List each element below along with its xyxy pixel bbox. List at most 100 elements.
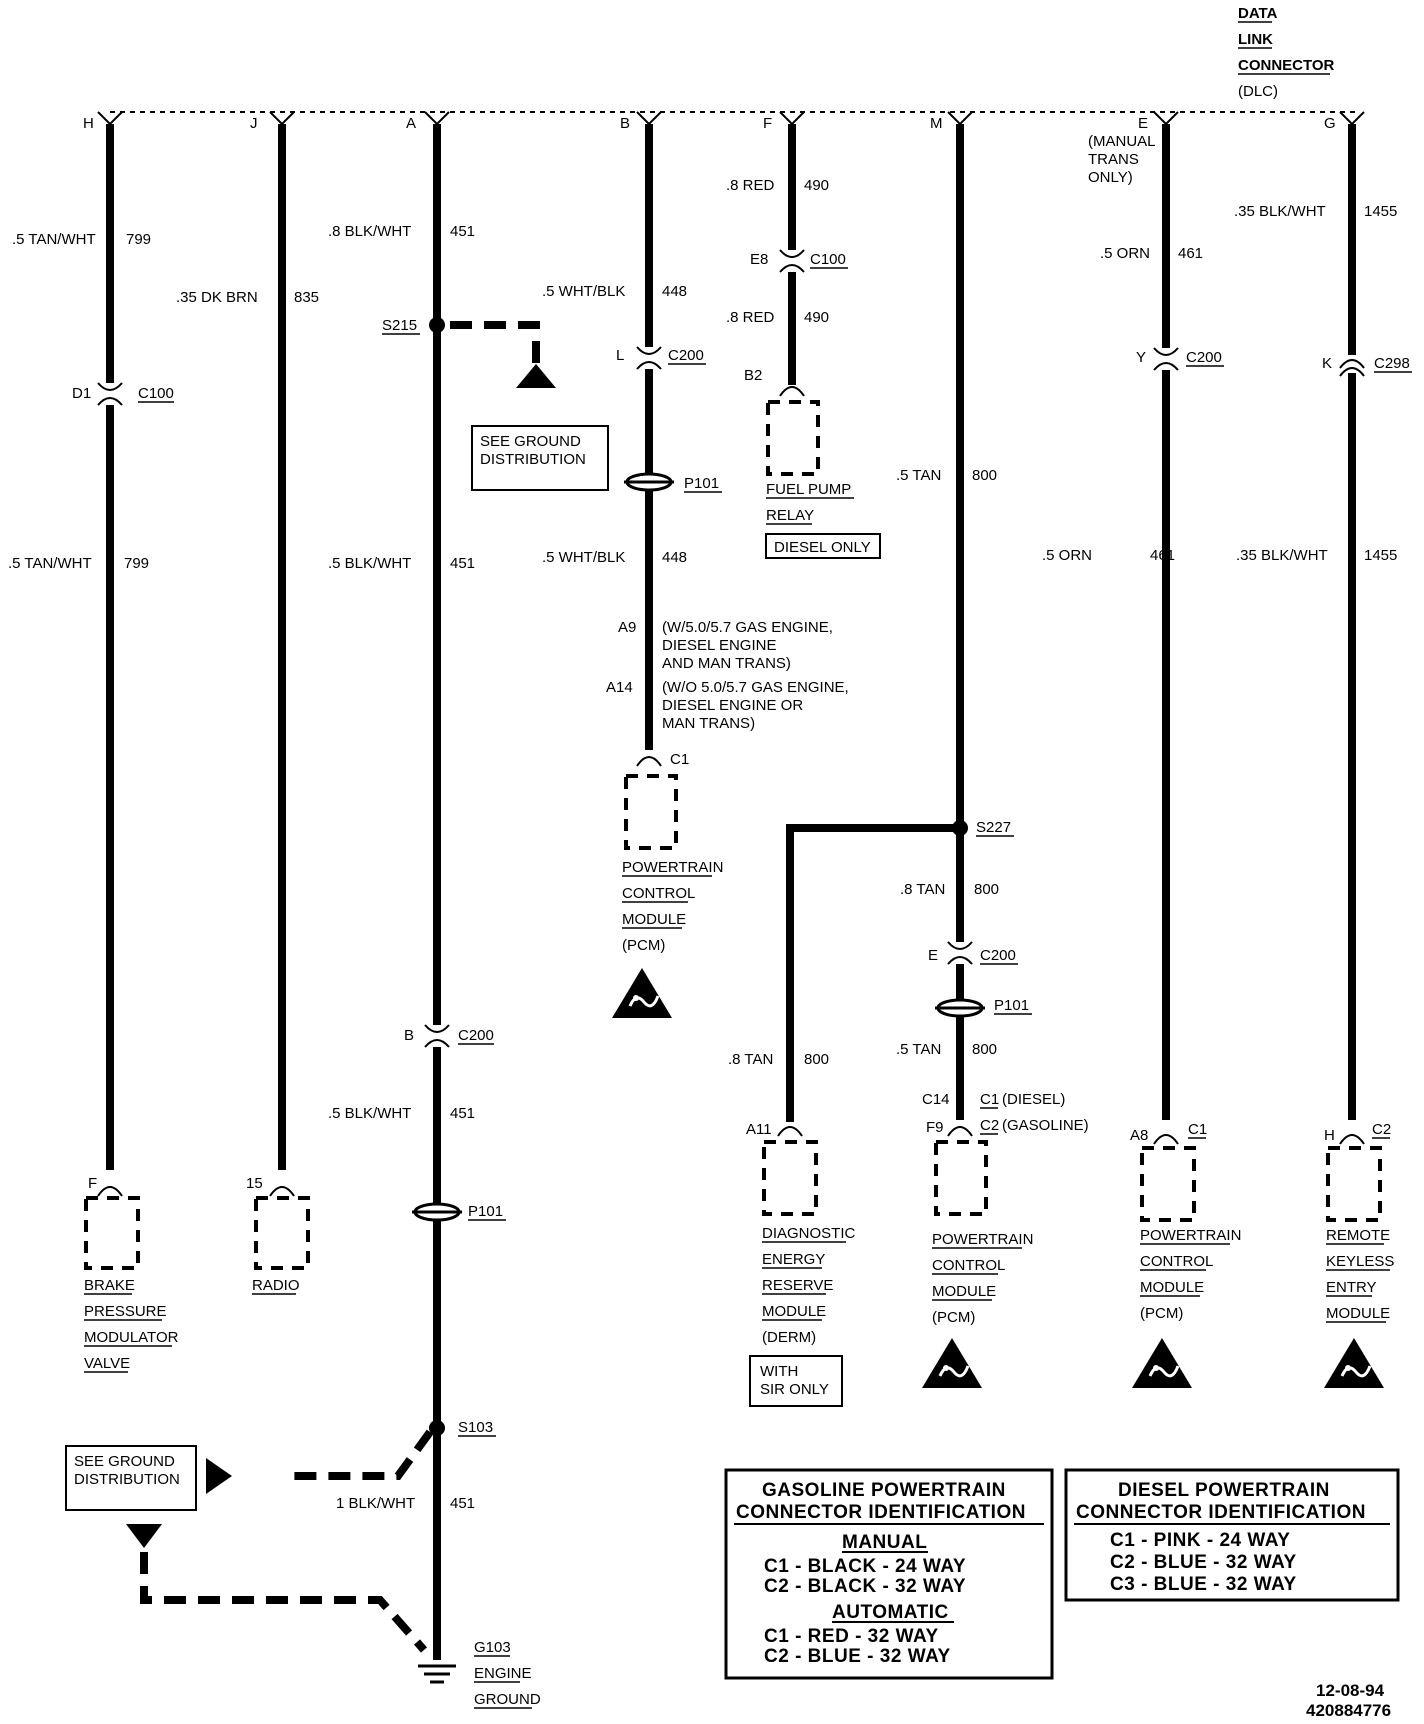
footer-code: 420884776 (1306, 1701, 1391, 1720)
dlc-label: DATA (1238, 5, 1278, 22)
svg-text:C1: C1 (1188, 1121, 1207, 1138)
svg-text:MODULE: MODULE (1326, 1305, 1390, 1322)
pcm-box-3 (1140, 1146, 1196, 1222)
brake-valve-box (84, 1196, 140, 1270)
svg-text:S227: S227 (976, 819, 1011, 836)
svg-text:MODULE: MODULE (622, 911, 686, 928)
wire-461: .5 ORN 461 Y C200 .5 ORN 461 A8 C1 POWER… (1042, 124, 1241, 1390)
svg-text:F9: F9 (926, 1119, 944, 1136)
gasoline-connector-table: GASOLINE POWERTRAIN CONNECTOR IDENTIFICA… (724, 1468, 1054, 1680)
svg-text:799: 799 (126, 231, 151, 248)
svg-text:.5 BLK/WHT: .5 BLK/WHT (328, 555, 411, 572)
svg-text:.5 TAN/WHT: .5 TAN/WHT (12, 231, 96, 248)
svg-text:C14: C14 (922, 1091, 950, 1108)
svg-text:TRANS: TRANS (1088, 151, 1139, 168)
svg-text:S215: S215 (382, 317, 417, 334)
svg-text:DIESEL ENGINE OR: DIESEL ENGINE OR (662, 697, 803, 714)
svg-text:.35 BLK/WHT: .35 BLK/WHT (1234, 203, 1326, 220)
svg-text:POWERTRAIN: POWERTRAIN (622, 859, 723, 876)
svg-text:G103: G103 (474, 1639, 511, 1656)
svg-text:E: E (928, 947, 938, 964)
svg-text:F: F (763, 115, 772, 132)
svg-text:MAN TRANS): MAN TRANS) (662, 715, 755, 732)
svg-text:C298: C298 (1374, 355, 1410, 372)
wire-1455: .35 BLK/WHT 1455 K C298 .35 BLK/WHT 1455… (1234, 124, 1412, 1390)
svg-text:C2 - BLACK - 32 WAY: C2 - BLACK - 32 WAY (764, 1576, 966, 1597)
svg-text:MODULATOR: MODULATOR (84, 1329, 179, 1346)
svg-text:A8: A8 (1130, 1127, 1148, 1144)
dlc-pins: H J A B F M E G (MANUAL TRANS ONLY) (83, 115, 1336, 186)
pcm-box-2 (934, 1140, 988, 1216)
svg-text:AUTOMATIC: AUTOMATIC (832, 1602, 949, 1623)
svg-text:DIESEL ENGINE: DIESEL ENGINE (662, 637, 776, 654)
svg-text:BRAKE: BRAKE (84, 1277, 135, 1294)
wire-799: .5 TAN/WHT 799 D1 C100 .5 TAN/WHT 799 F … (8, 124, 179, 1373)
wire-451: .8 BLK/WHT 451 S215 SEE GROUND DISTRIBUT… (65, 124, 609, 1709)
svg-text:490: 490 (804, 309, 829, 326)
svg-text:RELAY: RELAY (766, 507, 814, 524)
svg-text:.5 WHT/BLK: .5 WHT/BLK (542, 549, 625, 566)
diesel-connector-table: DIESEL POWERTRAIN CONNECTOR IDENTIFICATI… (1064, 1468, 1400, 1602)
svg-text:B: B (620, 115, 630, 132)
svg-text:1 BLK/WHT: 1 BLK/WHT (336, 1495, 415, 1512)
svg-text:C200: C200 (458, 1027, 494, 1044)
svg-text:SEE GROUND: SEE GROUND (480, 433, 581, 450)
svg-text:C100: C100 (810, 251, 846, 268)
svg-text:C100: C100 (138, 385, 174, 402)
svg-text:E: E (1138, 115, 1148, 132)
svg-text:451: 451 (450, 1495, 475, 1512)
svg-text:(PCM): (PCM) (622, 937, 665, 954)
svg-text:ONLY): ONLY) (1088, 169, 1133, 186)
svg-text:A14: A14 (606, 679, 633, 696)
svg-text:CONTROL: CONTROL (932, 1257, 1005, 1274)
svg-text:(DERM): (DERM) (762, 1329, 816, 1346)
svg-text:GROUND: GROUND (474, 1691, 541, 1708)
svg-text:490: 490 (804, 177, 829, 194)
svg-text:C200: C200 (1186, 349, 1222, 366)
wire-448: .5 WHT/BLK 448 L C200 P101 .5 WHT/BLK 44… (542, 124, 849, 1020)
svg-text:DISTRIBUTION: DISTRIBUTION (480, 451, 586, 468)
svg-text:P101: P101 (468, 1203, 503, 1220)
svg-text:B2: B2 (744, 367, 762, 384)
svg-text:RADIO: RADIO (252, 1277, 300, 1294)
svg-text:POWERTRAIN: POWERTRAIN (1140, 1227, 1241, 1244)
svg-text:CONTROL: CONTROL (622, 885, 695, 902)
derm-box (762, 1140, 818, 1216)
svg-text:(W/5.0/5.7 GAS ENGINE,: (W/5.0/5.7 GAS ENGINE, (662, 619, 833, 636)
svg-text:.8 TAN: .8 TAN (728, 1051, 773, 1068)
svg-text:(W/O 5.0/5.7 GAS ENGINE,: (W/O 5.0/5.7 GAS ENGINE, (662, 679, 849, 696)
svg-text:1455: 1455 (1364, 547, 1397, 564)
svg-text:(GASOLINE): (GASOLINE) (1002, 1117, 1089, 1134)
svg-text:SIR ONLY: SIR ONLY (760, 1381, 829, 1398)
svg-text:A: A (406, 115, 416, 132)
svg-text:C2: C2 (980, 1117, 999, 1134)
svg-text:.8 RED: .8 RED (726, 309, 775, 326)
svg-text:CONNECTOR IDENTIFICATION: CONNECTOR IDENTIFICATION (1076, 1502, 1366, 1523)
svg-text:A11: A11 (746, 1121, 772, 1138)
svg-text:.5 TAN/WHT: .5 TAN/WHT (8, 555, 92, 572)
svg-text:G: G (1324, 115, 1336, 132)
svg-text:(PCM): (PCM) (932, 1309, 975, 1326)
svg-text:C1: C1 (670, 751, 689, 768)
svg-text:.35 DK BRN: .35 DK BRN (176, 289, 258, 306)
svg-text:.8 RED: .8 RED (726, 177, 775, 194)
footer-date: 12-08-94 (1316, 1681, 1385, 1700)
wire-490: .8 RED 490 E8 C100 .8 RED 490 B2 FUEL PU… (726, 124, 881, 559)
svg-text:VALVE: VALVE (84, 1355, 130, 1372)
svg-text:C1 - RED - 32 WAY: C1 - RED - 32 WAY (764, 1626, 939, 1647)
svg-text:MODULE: MODULE (762, 1303, 826, 1320)
svg-text:.5 TAN: .5 TAN (896, 1041, 941, 1058)
svg-text:461: 461 (1178, 245, 1203, 262)
svg-text:B: B (404, 1027, 414, 1044)
svg-text:C3 - BLUE - 32 WAY: C3 - BLUE - 32 WAY (1110, 1574, 1297, 1595)
svg-text:835: 835 (294, 289, 319, 306)
svg-text:PRESSURE: PRESSURE (84, 1303, 167, 1320)
svg-text:F: F (88, 1175, 97, 1192)
svg-text:POWERTRAIN: POWERTRAIN (932, 1231, 1033, 1248)
svg-text:K: K (1322, 355, 1332, 372)
svg-text:.5 WHT/BLK: .5 WHT/BLK (542, 283, 625, 300)
svg-text:.5 ORN: .5 ORN (1042, 547, 1092, 564)
svg-text:DISTRIBUTION: DISTRIBUTION (74, 1471, 180, 1488)
svg-text:SEE GROUND: SEE GROUND (74, 1453, 175, 1470)
